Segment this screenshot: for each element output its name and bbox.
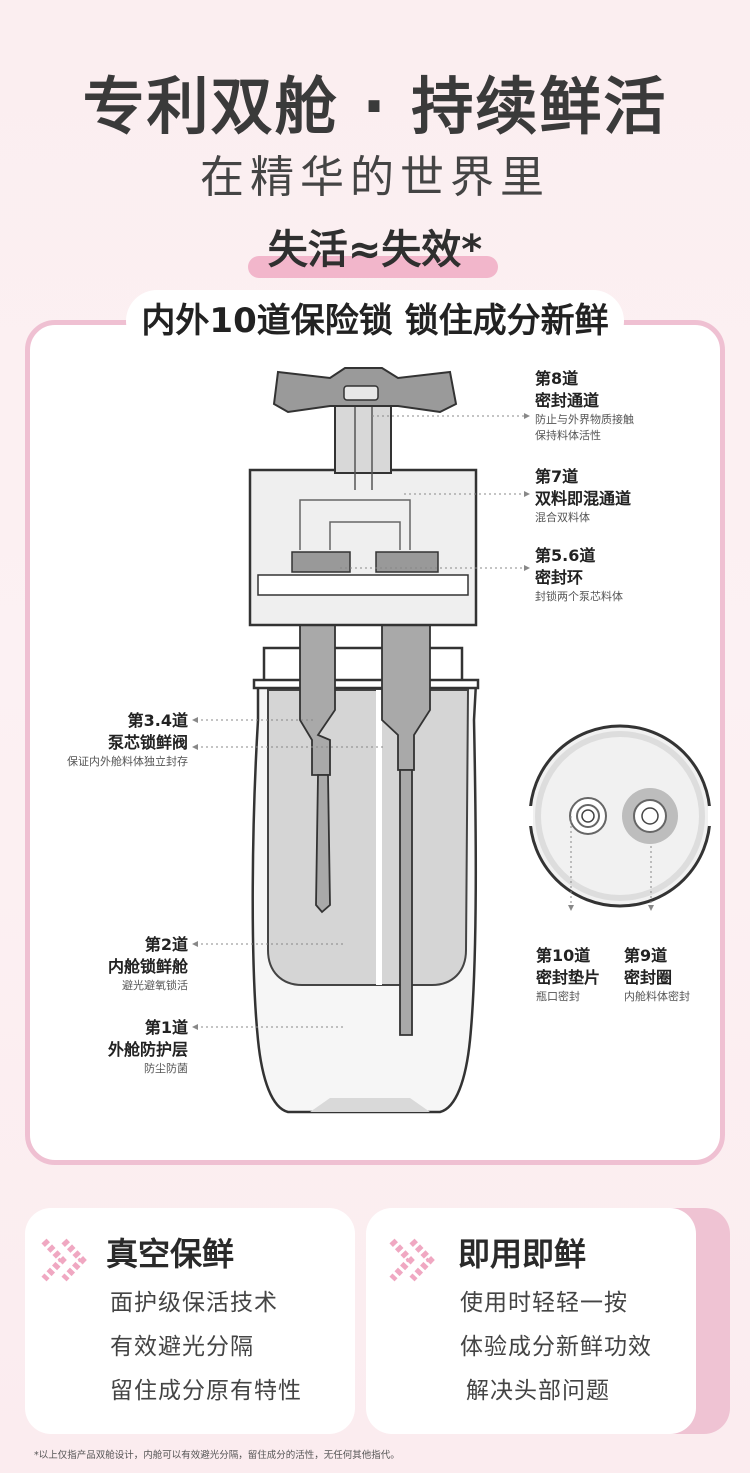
lock-1-name: 第1道: [144, 1018, 188, 1037]
leader-lines: [196, 415, 652, 1028]
page-subtitle: 在精华的世界里: [200, 152, 550, 203]
lock-8-desc-2: 保持料体活性: [535, 429, 601, 442]
inner-chamber: [267, 689, 470, 986]
neck-ring-upper: [262, 646, 464, 684]
lock-9-name: 第9道: [624, 946, 668, 965]
pump-head: [272, 367, 458, 414]
lock-34-name: 第3.4道: [127, 711, 188, 730]
lock-7-desc: 混合双料体: [535, 511, 590, 524]
lock-7-name: 第7道: [535, 467, 579, 486]
lock-10-label: 第10道 密封垫片 瓶口密封: [536, 945, 600, 1005]
lock-10-title: 密封垫片: [536, 968, 601, 987]
card-right-line-1: 使用时轻轻一按: [460, 1290, 628, 1316]
feature-card-vacuum: [25, 1208, 355, 1434]
lock-7-label: 第7道 双料即混通道 混合双料体: [535, 466, 631, 526]
lock-8-desc-1: 防止与外界物质接触: [535, 413, 634, 426]
lock-34-title: 泵芯锁鲜阀: [107, 733, 188, 752]
card-right-line-2: 体验成分新鲜功效: [460, 1334, 652, 1360]
lock-56-label: 第5.6道 密封环 封锁两个泵芯料体: [535, 545, 623, 605]
lock-2-title: 内舱锁鲜舱: [107, 957, 188, 976]
lock-1-desc: 防尘防菌: [144, 1062, 188, 1075]
lock-2-name: 第2道: [144, 935, 188, 954]
cap-body: [248, 468, 478, 627]
lock-56-name: 第5.6道: [535, 546, 596, 565]
lock-9-title: 密封圈: [624, 968, 673, 987]
lock-56-title: 密封环: [535, 568, 584, 587]
footnote: *以上仅指产品双舱设计，内舱可以有效避光分隔，留住成分的活性，无任何其他指代。: [34, 1450, 400, 1461]
tagline-block: 失活≈失效*: [0, 224, 750, 278]
leader-arrows: [192, 413, 654, 1030]
lock-34-desc: 保证内外舱料体独立封存: [67, 755, 188, 768]
lock-56-desc: 封锁两个泵芯料体: [535, 590, 623, 603]
lock-8-name: 第8道: [535, 369, 579, 388]
double-chevron-icon: [41, 1238, 87, 1282]
pump-stem: [334, 404, 392, 490]
lock-34-label: 第3.4道 泵芯锁鲜阀 保证内外舱料体独立封存: [30, 710, 188, 770]
page-title: 专利双舱 · 持续鲜活: [82, 70, 668, 143]
lock-7-title: 双料即混通道: [535, 489, 632, 508]
card-left-line-3: 留住成分原有特性: [110, 1378, 302, 1404]
neck-ring-lower: [252, 678, 480, 690]
lock-8-title: 密封通道: [535, 391, 600, 410]
lock-1-label: 第1道 外舱防护层 防尘防菌: [30, 1017, 188, 1077]
panel-title-bg: [126, 290, 624, 352]
lock-10-name: 第10道: [536, 946, 591, 965]
tagline: 失活≈失效*: [267, 227, 483, 273]
lock-9-desc: 内舱料体密封: [624, 990, 690, 1003]
seal-disc: [525, 724, 716, 908]
lock-8-label: 第8道 密封通道 防止与外界物质接触 保持料体活性: [535, 368, 634, 444]
lock-2-label: 第2道 内舱锁鲜舱 避光避氧锁活: [30, 934, 188, 994]
card-right-line-3: 解决头部问题: [466, 1378, 610, 1404]
lock-9-label: 第9道 密封圈 内舱料体密封: [624, 945, 690, 1005]
tagline-highlight: [248, 256, 498, 278]
card-left-title: 真空保鲜: [106, 1235, 235, 1273]
lock-1-title: 外舱防护层: [107, 1040, 188, 1059]
panel-title: 内外10道保险锁 锁住成分新鲜: [141, 301, 609, 341]
lock-2-desc: 避光避氧锁活: [122, 979, 188, 992]
card-left-line-1: 面护级保活技术: [110, 1290, 278, 1316]
card-left-line-2: 有效避光分隔: [110, 1334, 254, 1360]
card-right-title: 即用即鲜: [458, 1235, 587, 1273]
double-chevron-icon: [389, 1238, 435, 1282]
lock-10-desc: 瓶口密封: [536, 990, 580, 1003]
